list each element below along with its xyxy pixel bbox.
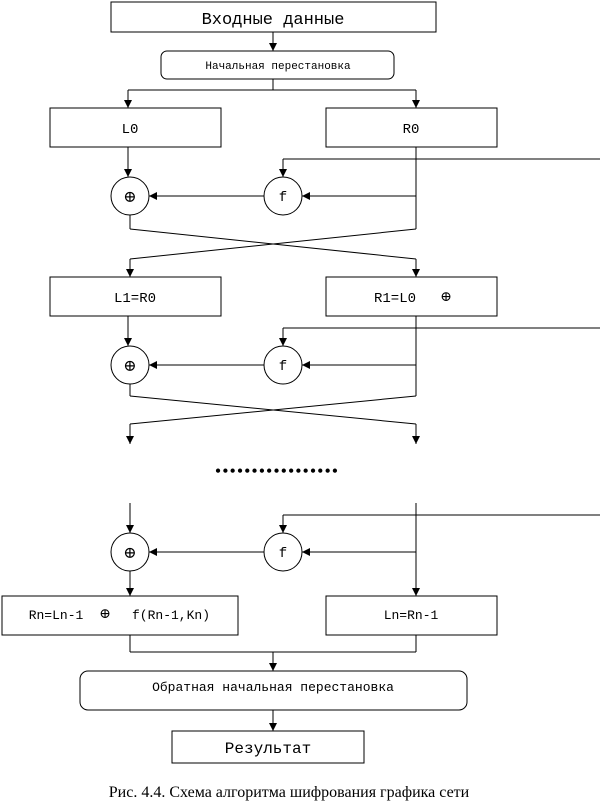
final-permutation-label: Обратная начальная перестановка (152, 680, 394, 695)
ln-label: Ln=Rn-1 (384, 608, 439, 623)
ellipsis-dots: ••••••••••••••••• (215, 461, 339, 481)
xor2-symbol: ⊕ (123, 358, 136, 375)
f1-label: f (279, 190, 287, 206)
input-data-label: Входные данные (202, 11, 345, 30)
l1-label: L1=R0 (114, 291, 156, 307)
initial-permutation-box (160, 50, 395, 80)
initial-permutation-label: Начальная перестановка (205, 61, 351, 73)
fn-label: f (279, 546, 287, 562)
r1-label: R1=L0 (374, 291, 416, 307)
r1-xor-symbol: ⊕ (440, 290, 452, 305)
l0-box (49, 107, 222, 148)
r1-box (325, 276, 498, 317)
rn-xor-symbol: ⊕ (99, 607, 111, 622)
rn-suffix-label: f(Rn-1,Kn) (132, 608, 210, 623)
f2-label: f (279, 359, 287, 375)
l1-box (49, 276, 222, 317)
xor1-symbol: ⊕ (123, 189, 136, 206)
rn-box (1, 595, 239, 636)
ln-box (325, 595, 498, 636)
result-label: Результат (225, 740, 311, 758)
xorn-symbol: ⊕ (123, 545, 136, 562)
r0-box (325, 107, 498, 148)
figure-caption: Рис. 4.4. Схема алгоритма шифрования гра… (109, 784, 470, 801)
cross1-b (129, 228, 417, 260)
input-data-box (110, 1, 437, 33)
cross2-b (129, 395, 417, 425)
result-box (171, 730, 365, 764)
l0-label: L0 (122, 122, 139, 138)
rn-label: Rn=Ln-1 (29, 608, 84, 623)
r0-label: R0 (403, 122, 420, 138)
